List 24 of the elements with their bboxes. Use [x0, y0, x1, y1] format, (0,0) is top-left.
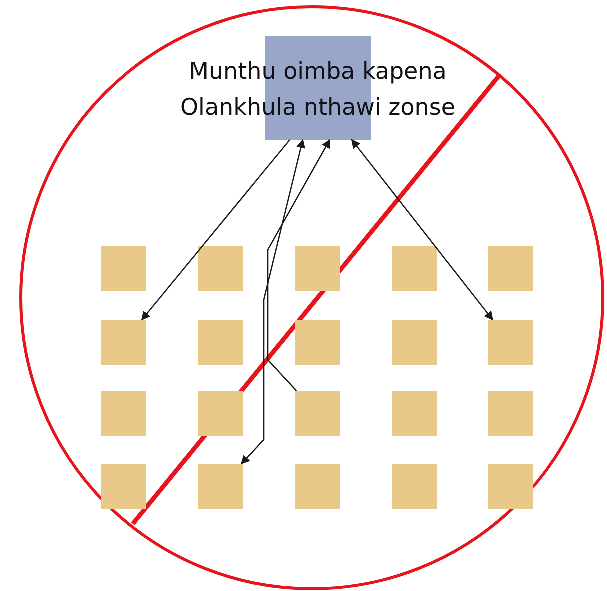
arrow	[351, 139, 494, 321]
square-tile	[101, 246, 146, 291]
square-tile	[198, 246, 243, 291]
square-tile	[101, 320, 146, 365]
arrow	[240, 139, 306, 465]
square-tile	[295, 246, 340, 291]
square-tile	[488, 391, 533, 436]
square-tile	[295, 391, 340, 436]
square-tile	[392, 391, 437, 436]
square-tile	[295, 464, 340, 509]
square-tile	[198, 320, 243, 365]
square-tile	[488, 464, 533, 509]
square-tile	[392, 464, 437, 509]
square-tile	[392, 320, 437, 365]
arrow	[267, 139, 331, 392]
square-tile	[198, 391, 243, 436]
square-tile	[295, 320, 340, 365]
square-tile	[392, 246, 437, 291]
arrow	[141, 140, 290, 321]
square-tile	[488, 246, 533, 291]
square-tile	[101, 391, 146, 436]
square-tile	[101, 464, 146, 509]
square-tile	[488, 320, 533, 365]
square-tile	[198, 464, 243, 509]
